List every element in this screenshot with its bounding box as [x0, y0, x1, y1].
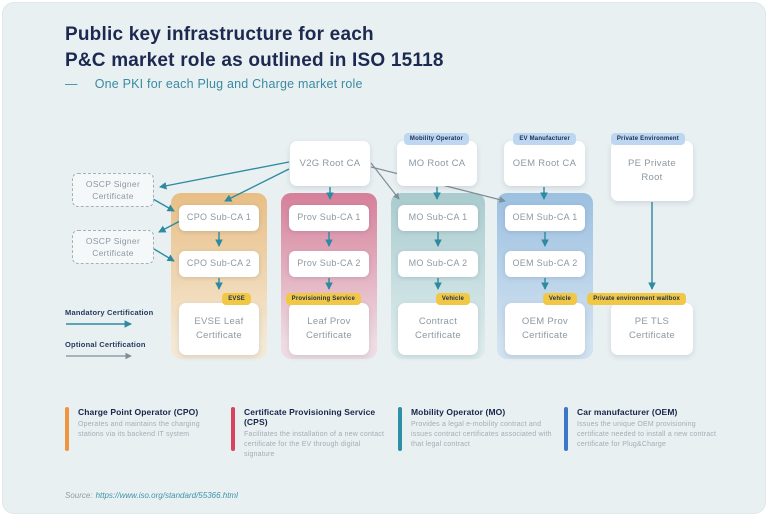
- prov-sub-ca2-label: Prov Sub-CA 2: [297, 258, 361, 269]
- pe-private-root-label: PE Private Root: [628, 158, 676, 183]
- prov-sub-ca1-box: Prov Sub-CA 1: [289, 205, 369, 231]
- cpo-sub-ca1-label: CPO Sub-CA 1: [186, 212, 252, 223]
- cpo-color-bar: [65, 407, 69, 451]
- oem-prov-certificate-box: OEM Prov Certificate: [505, 303, 585, 355]
- mo-sub-ca1-box: MO Sub-CA 1: [398, 205, 478, 231]
- oem-role-description: Issues the unique OEM provisioning certi…: [577, 421, 717, 449]
- v2g-root-ca-label: V2G Root CA: [299, 157, 361, 169]
- oem-sub-ca2-label: OEM Sub-CA 2: [512, 258, 578, 269]
- v2g-root-ca-box: V2G Root CA: [290, 141, 370, 186]
- oem-color-bar: [564, 407, 568, 451]
- title-line-2: P&C market role as outlined in ISO 15118: [65, 49, 444, 71]
- subtitle-dash: —: [65, 77, 78, 91]
- vehicle-tag-contract: Vehicle: [435, 293, 470, 305]
- evse-leaf-certificate-box: EVSE Leaf Certificate: [179, 303, 259, 355]
- evse-tag: EVSE: [222, 293, 251, 305]
- oscp-signer-certificate-label-1: OSCP Signer Certificate: [85, 178, 141, 201]
- mo-root-ca-label: MO Root CA: [408, 157, 466, 169]
- role-legend-cpo: Charge Point Operator (CPO) Operates and…: [65, 407, 223, 451]
- contract-certificate-box: Contract Certificate: [398, 303, 478, 355]
- mobility-operator-tag: Mobility Operator: [403, 133, 469, 145]
- oscp-signer-certificate-label-2: OSCP Signer Certificate: [85, 235, 141, 258]
- mo-sub-ca1-label: MO Sub-CA 1: [408, 212, 468, 223]
- oem-root-ca-box: OEM Root CA: [504, 141, 585, 186]
- role-legend-cps: Certificate Provisioning Service (CPS) F…: [231, 407, 389, 460]
- pe-private-root-box: PE Private Root: [611, 141, 693, 201]
- contract-certificate-label: Contract Certificate: [414, 316, 462, 341]
- oscp-signer-certificate-box-1: OSCP Signer Certificate: [72, 173, 154, 207]
- oscp-signer-certificate-box-2: OSCP Signer Certificate: [72, 230, 154, 264]
- mo-sub-ca2-box: MO Sub-CA 2: [398, 251, 478, 277]
- prov-sub-ca2-box: Prov Sub-CA 2: [289, 251, 369, 277]
- page-subtitle: — One PKI for each Plug and Charge market…: [65, 77, 363, 91]
- provisioning-service-tag: Provisioning Service: [285, 293, 361, 305]
- cpo-sub-ca2-label: CPO Sub-CA 2: [186, 258, 252, 269]
- mandatory-certification-label: Mandatory Certification: [65, 308, 154, 317]
- oem-sub-ca2-box: OEM Sub-CA 2: [505, 251, 585, 277]
- source-label: Source:: [65, 491, 93, 500]
- oem-role-title: Car manufacturer (OEM): [577, 407, 678, 417]
- vehicle-tag-oem: Vehicle: [542, 293, 577, 305]
- mo-role-title: Mobility Operator (MO): [411, 407, 506, 417]
- evse-leaf-certificate-label: EVSE Leaf Certificate: [194, 316, 244, 341]
- role-legend-mo: Mobility Operator (MO) Provides a legal …: [398, 407, 556, 451]
- cpo-role-description: Operates and maintains the charging stat…: [78, 421, 200, 439]
- oem-root-ca-label: OEM Root CA: [512, 157, 577, 169]
- role-legend-oem: Car manufacturer (OEM) Issues the unique…: [564, 407, 722, 451]
- leaf-prov-certificate-box: Leaf Prov Certificate: [289, 303, 369, 355]
- prov-sub-ca1-label: Prov Sub-CA 1: [297, 212, 361, 223]
- cpo-role-title: Charge Point Operator (CPO): [78, 407, 199, 417]
- source-url-link[interactable]: https://www.iso.org/standard/55366.html: [95, 491, 238, 500]
- mandatory-arrows: [66, 161, 656, 328]
- pe-tls-certificate-label: PE TLS Certificate: [628, 316, 676, 341]
- mo-sub-ca2-label: MO Sub-CA 2: [408, 258, 468, 269]
- leaf-prov-certificate-label: Leaf Prov Certificate: [305, 316, 353, 341]
- mo-color-bar: [398, 407, 402, 451]
- subtitle-text: One PKI for each Plug and Charge market …: [94, 77, 363, 91]
- oem-prov-certificate-label: OEM Prov Certificate: [521, 316, 569, 341]
- private-environment-tag: Private Environment: [610, 133, 685, 145]
- page-title: Public key infrastructure for each P&C m…: [65, 22, 444, 73]
- cpo-sub-ca1-box: CPO Sub-CA 1: [179, 205, 259, 231]
- source-line: Source:https://www.iso.org/standard/5536…: [65, 491, 238, 500]
- certification-arrows: [66, 161, 656, 360]
- optional-certification-label: Optional Certification: [65, 340, 146, 349]
- oem-sub-ca1-label: OEM Sub-CA 1: [512, 212, 578, 223]
- cps-role-description: Facilitates the installation of a new co…: [244, 431, 385, 459]
- cpo-sub-ca2-box: CPO Sub-CA 2: [179, 251, 259, 277]
- title-line-1: Public key infrastructure for each: [65, 24, 374, 45]
- cps-color-bar: [231, 407, 235, 451]
- private-environment-wallbox-tag: Private environment wallbox: [587, 293, 686, 305]
- ev-manufacturer-tag: EV Manufacturer: [513, 133, 576, 145]
- mo-root-ca-box: MO Root CA: [397, 141, 477, 186]
- pe-tls-certificate-box: PE TLS Certificate: [611, 303, 693, 355]
- mo-role-description: Provides a legal e-mobility contract and…: [411, 421, 552, 449]
- oem-sub-ca1-box: OEM Sub-CA 1: [505, 205, 585, 231]
- cps-role-title: Certificate Provisioning Service (CPS): [244, 407, 376, 427]
